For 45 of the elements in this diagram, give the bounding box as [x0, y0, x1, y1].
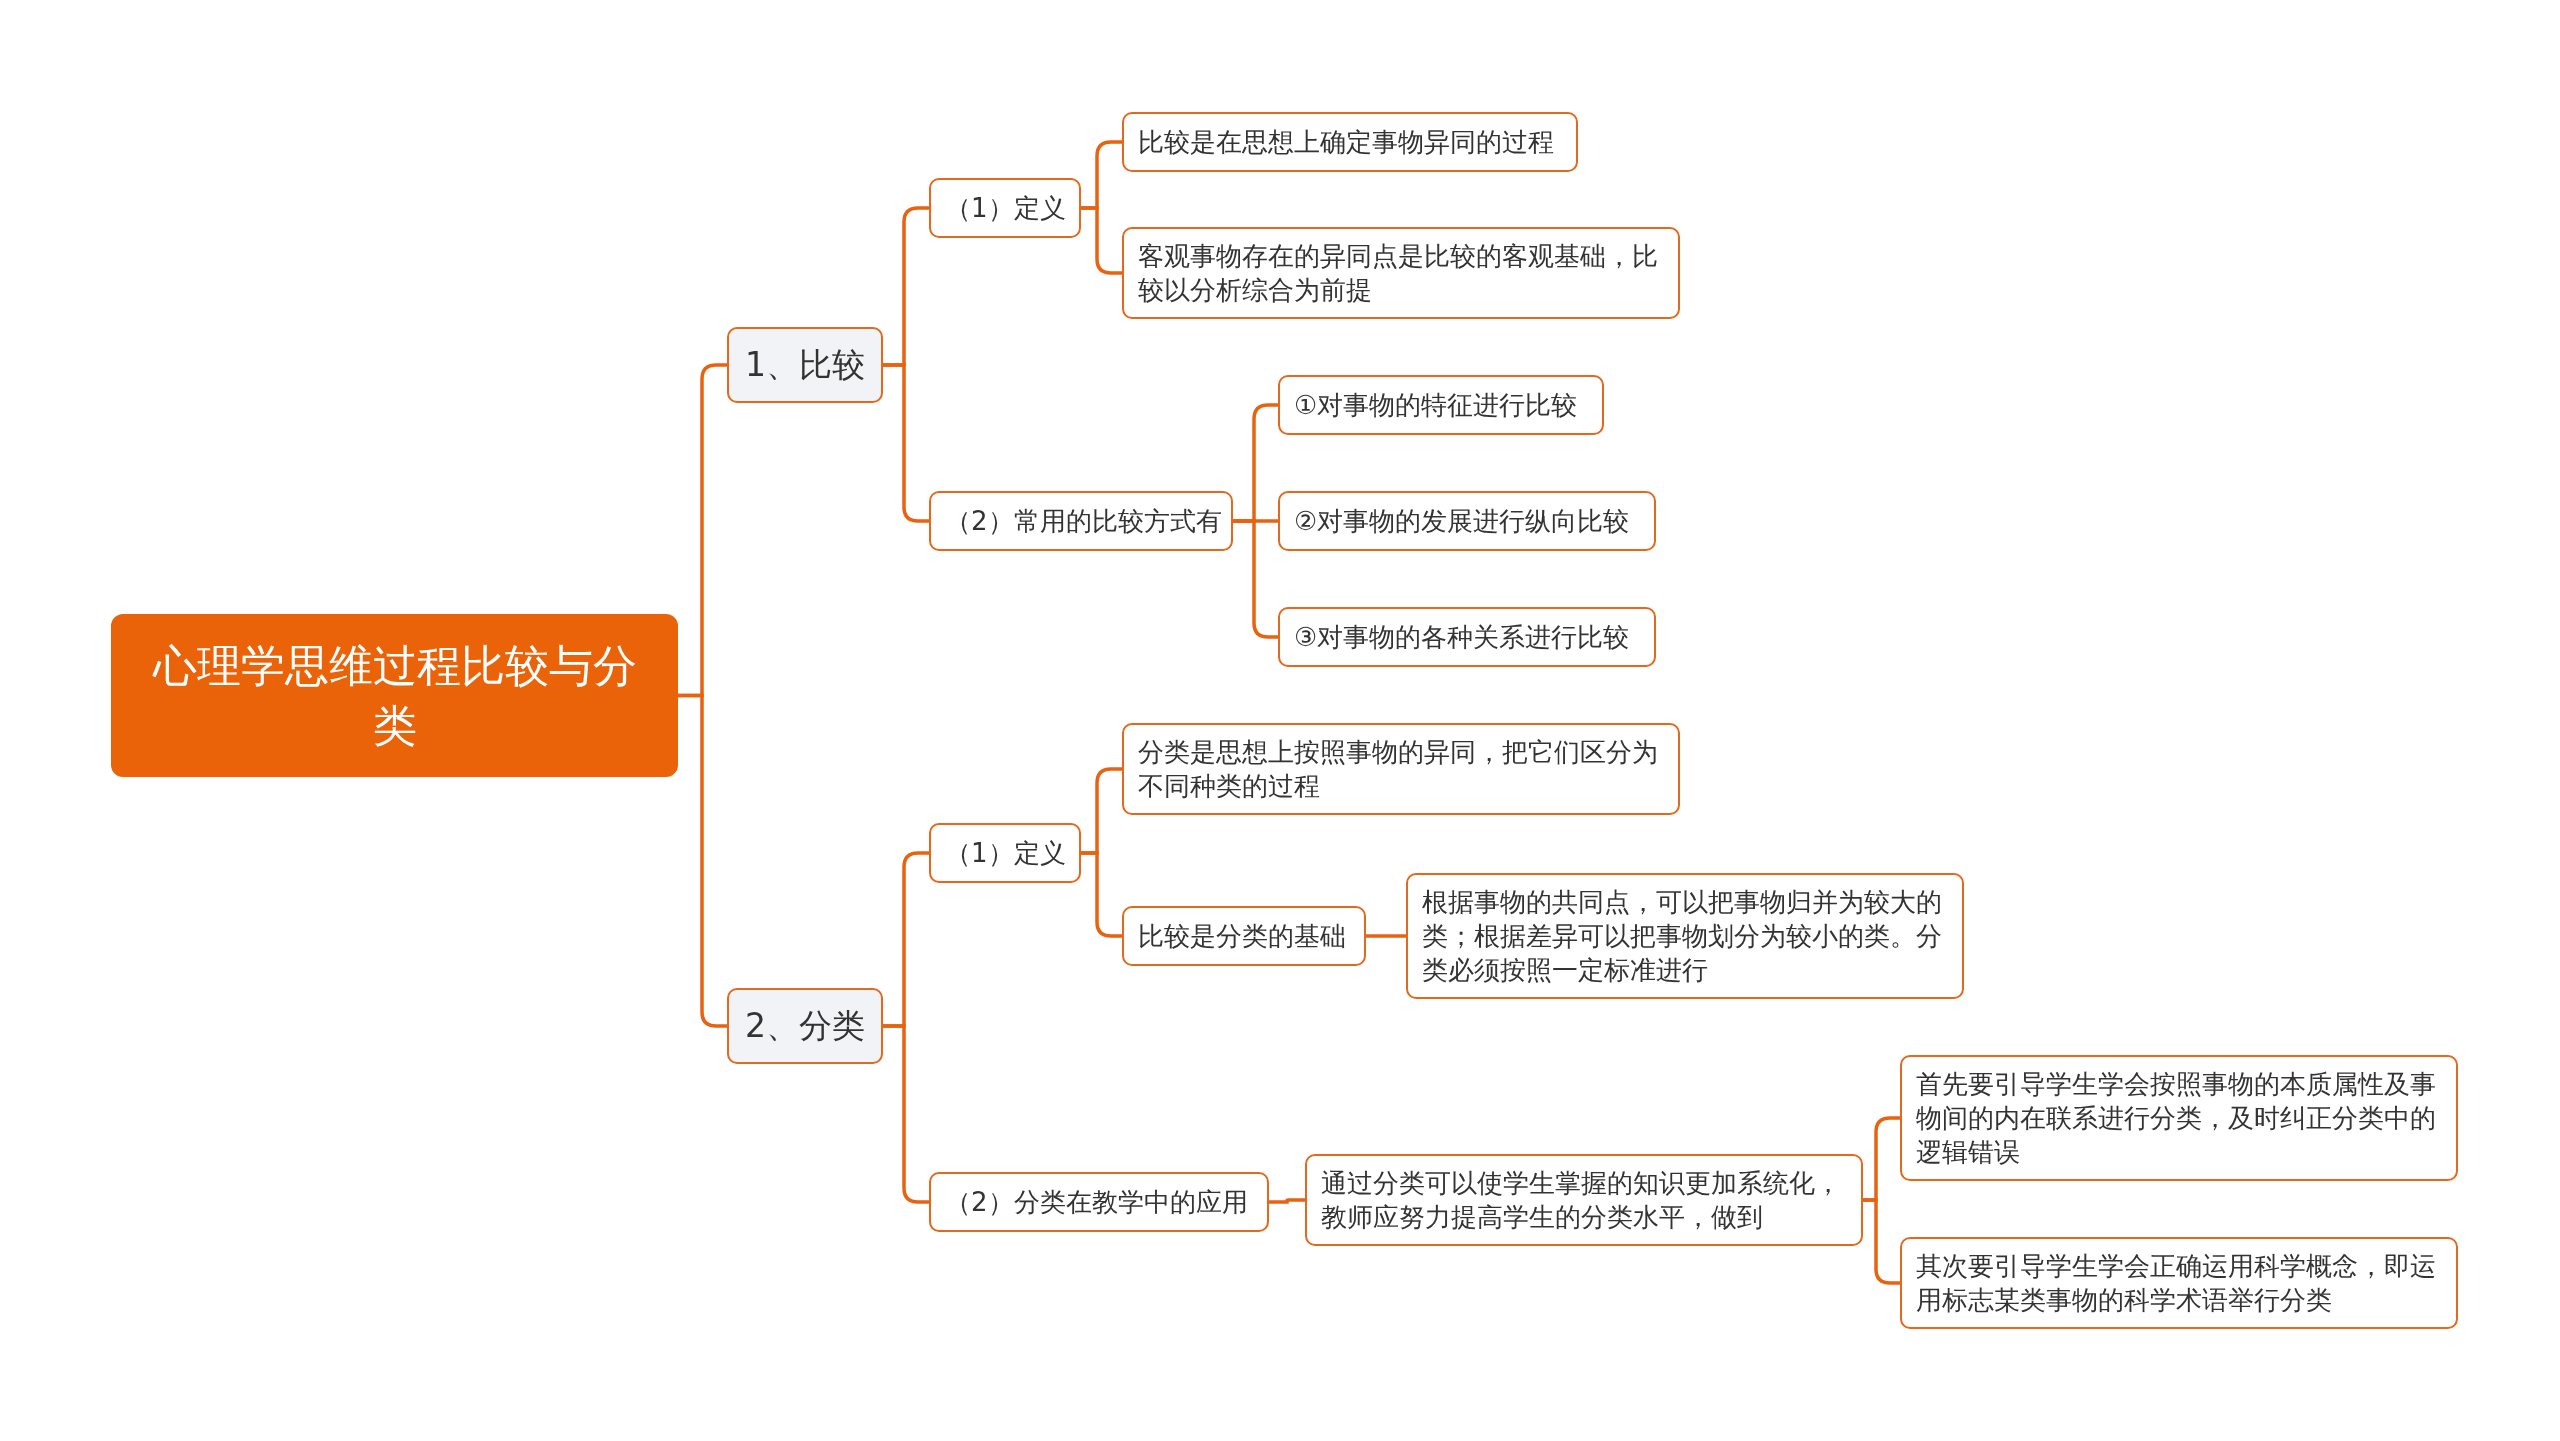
- topic-text: 心理学思维过程比较与分类: [151, 638, 638, 753]
- topic-text: （2）分类在教学中的应用: [945, 1186, 1248, 1219]
- main-topic: [727, 988, 883, 1064]
- topic-text: 分类是思想上按照事物的异同，把它们区分为不同种类的过程: [1138, 736, 1659, 803]
- subtopic-box: [1406, 873, 1964, 999]
- connector-line: [1269, 1198, 1305, 1204]
- topic-text: 首先要引导学生学会按照事物的本质属性及事物间的内在联系进行分类，及时纠正分类中的逻辑错误: [1916, 1068, 2437, 1169]
- subtopic-box: [1278, 491, 1656, 551]
- subtopic-box: [1900, 1055, 2458, 1181]
- topic-text: （1）定义: [945, 837, 1066, 870]
- topic-text: （2）常用的比较方式有: [945, 505, 1222, 538]
- subtopic-box: [929, 178, 1081, 238]
- connector-line: [1081, 206, 1122, 275]
- central-topic: [111, 614, 678, 777]
- topic-text: 2、分类: [745, 1005, 865, 1047]
- topic-text: 根据事物的共同点，可以把事物归并为较大的类；根据差异可以把事物划分为较小的类。分类必须按照一定标准进行: [1422, 886, 1943, 987]
- subtopic-box: [1278, 375, 1604, 435]
- topic-text: ②对事物的发展进行纵向比较: [1294, 505, 1630, 538]
- topic-text: ①对事物的特征进行比较: [1294, 389, 1578, 422]
- connector-line: [883, 1024, 929, 1204]
- topic-text: 比较是分类的基础: [1138, 920, 1346, 953]
- subtopic-box: [929, 823, 1081, 883]
- subtopic-box: [1122, 723, 1680, 815]
- subtopic-box: [1305, 1154, 1863, 1246]
- subtopic-box: [1900, 1237, 2458, 1329]
- connector-line: [678, 693, 727, 1028]
- subtopic-box: [1122, 112, 1578, 172]
- topic-text: 客观事物存在的异同点是比较的客观基础，比较以分析综合为前提: [1138, 240, 1659, 307]
- topic-text: 1、比较: [745, 344, 865, 386]
- subtopic-box: [929, 491, 1233, 551]
- connector-line: [1233, 519, 1278, 639]
- topic-text: ③对事物的各种关系进行比较: [1294, 621, 1630, 654]
- topic-text: 其次要引导学生学会正确运用科学概念，即运用标志某类事物的科学术语举行分类: [1916, 1250, 2437, 1317]
- subtopic-box: [1122, 906, 1366, 966]
- connector-line: [1366, 934, 1406, 938]
- subtopic-box: [929, 1172, 1269, 1232]
- subtopic-box: [1278, 607, 1656, 667]
- topic-text: 比较是在思想上确定事物异同的过程: [1138, 126, 1554, 159]
- topic-text: 通过分类可以使学生掌握的知识更加系统化，教师应努力提高学生的分类水平，做到: [1321, 1167, 1842, 1234]
- subtopic-box: [1122, 227, 1680, 319]
- main-topic: [727, 327, 883, 403]
- connector-line: [883, 363, 929, 523]
- topic-text: （1）定义: [945, 192, 1066, 225]
- connector-line: [1081, 851, 1122, 938]
- connector-line: [1863, 1198, 1900, 1285]
